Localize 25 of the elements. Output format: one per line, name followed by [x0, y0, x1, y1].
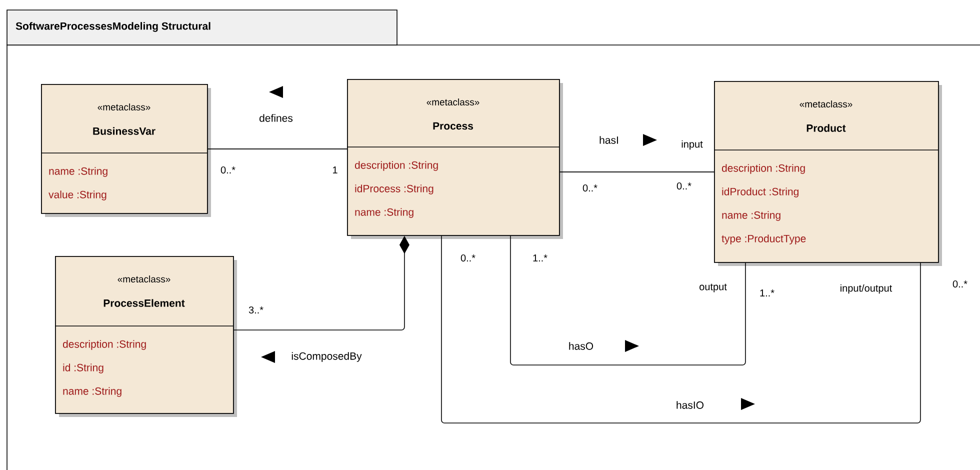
association-line	[441, 236, 921, 424]
association-line	[510, 236, 746, 366]
multiplicity-label: 0..*	[952, 279, 968, 289]
association-line	[208, 148, 348, 150]
edge-label: hasI	[598, 135, 620, 145]
class-box: «metaclass» Product description :String idProduct :String name :String type :ProductType	[714, 81, 942, 266]
edge-label: isComposedBy	[290, 351, 363, 363]
edge-label: hasIO	[675, 400, 705, 410]
class-box: «metaclass» Process description :String idProcess :String name :String	[346, 79, 563, 239]
class-box: «metaclass» ProcessElement description :String id :String name :String	[54, 256, 237, 417]
multiplicity-label: 1	[331, 166, 339, 174]
role-label: output	[698, 282, 728, 294]
class-box: «metaclass» BusinessVar name :String value :String	[40, 84, 211, 217]
multiplicity-label: 3..*	[248, 305, 265, 315]
multiplicity-label: 0..*	[460, 253, 476, 263]
multiplicity-label: 0..*	[220, 165, 237, 175]
frame-tab: SoftwareProcessesModeling Structural	[6, 10, 398, 46]
multiplicity-label: 0..*	[676, 181, 692, 191]
role-label: input	[680, 139, 704, 151]
multiplicity-label: 0..*	[582, 183, 598, 193]
multiplicity-label: 1..*	[758, 288, 776, 298]
edge-label: defines	[258, 113, 294, 123]
role-label: input/output	[838, 283, 894, 295]
multiplicity-label: 1..*	[532, 254, 548, 262]
edge-label: hasO	[567, 341, 595, 351]
